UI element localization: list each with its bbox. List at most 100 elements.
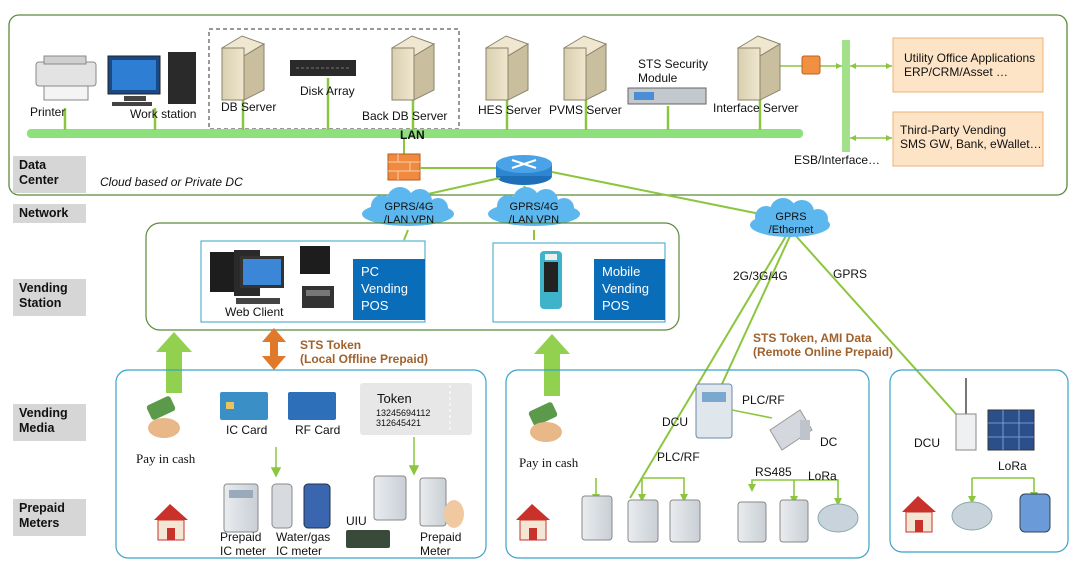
cloud-mid [488,187,580,226]
utility-apps-box [892,37,1044,93]
lora-meter-1-icon [951,501,993,531]
cash-up-arrow-2 [534,334,570,396]
cloud-right [750,198,830,237]
cloud-left [362,187,454,226]
lan-label: LAN [400,128,425,142]
token-card [360,383,472,435]
router-icon [496,155,552,185]
ic-card-icon [220,392,268,420]
lan-bar [27,129,803,138]
cash-up-arrow-1 [156,332,192,393]
rs485-label: RS485 [755,465,792,479]
uiu-label: UIU [346,514,367,528]
tier-label-vending-media: Vending Media [13,404,86,441]
local-token-arrow [262,328,286,370]
rf-card-label: RF Card [295,423,341,437]
hes-server-icon [484,35,530,101]
disk-array-label: Disk Array [300,84,355,98]
tier-label-prepaid-meters: Prepaid Meters [13,499,86,536]
back-db-server-label: Back DB Server [362,109,448,123]
lora-water-meter-icon [817,503,859,533]
cash-hand-icon-2 [528,402,562,442]
dcu-1-label: DCU [662,415,688,429]
cloud-left-label: GPRS/4G/LAN VPN [383,201,435,226]
vending-station-frame [145,222,680,331]
offline-media-panel [115,369,487,559]
online-meter-1-icon [581,495,613,541]
house-icon-1 [154,504,188,541]
online-media-panel [505,369,870,559]
plc-rf-1-label: PLC/RF [742,393,785,407]
cash-hand-icon-1 [146,396,180,438]
sts-security-module-icon [627,87,707,105]
firewall-icon [387,153,421,181]
online-meter-3-icon [669,499,701,543]
interface-firewall-icon [801,55,821,75]
web-client-label: Web Client [225,305,284,319]
house-icon-2 [516,504,550,541]
rs485-meter-1-icon [737,501,767,543]
pvms-server-label: PVMS Server [549,103,622,117]
sts-module-label: STS Security Module [638,57,709,85]
dcu-2-label: DCU [914,436,940,450]
token-number: 13245694112 312645421 [376,408,431,429]
finger-icon [444,500,464,528]
workstation-label: Work station [130,107,197,121]
disk-array-icon [290,60,356,76]
mobile-pos-icon [540,251,562,309]
printer-icon [35,55,97,101]
cloud-mid-label: GPRS/4G/LAN VPN [508,201,560,226]
pc-pos-box: PC Vending POS [353,259,425,320]
online-meter-2-icon [627,499,659,543]
utility-apps-text: Utility Office Applications ERP/CRM/Asse… [904,51,1036,79]
pvms-server-icon [562,35,608,101]
tier-label-vending-station: Vending Station [13,279,86,316]
workstation-icon [107,52,196,106]
hes-server-label: HES Server [478,103,542,117]
prepaid-meter-icon [419,477,447,527]
solar-panel-icon [987,409,1035,451]
water-gas-ic-meter-2-icon [303,483,331,529]
plc-rf-2-label: PLC/RF [657,450,700,464]
card-printer-icon [300,246,334,308]
tier-label-network: Network [13,204,86,223]
web-client-icon [210,250,284,304]
dc-label: DC [820,435,838,449]
third-party-box [892,111,1044,167]
back-db-server-icon [390,35,436,101]
tier-label-data-center: Data Center [13,156,86,193]
remote-token-label: STS Token, AMI Data (Remote Online Prepa… [753,331,894,359]
house-icon-3 [902,496,936,533]
label-234g: 2G/3G/4G [733,269,788,283]
db-server-label: DB Server [221,100,277,114]
lora-media-panel [889,369,1069,553]
lora-meter-2-icon [1019,493,1051,533]
cloud-right-label: GPRS/Ethernet [768,211,814,236]
lora-dcu-icon [955,378,977,451]
db-server-icon [220,35,266,101]
water-gas-ic-meter-1-icon [271,483,293,529]
rs485-meter-2-icon [779,499,809,543]
interface-server-icon [736,35,782,101]
rf-card-icon [288,392,336,420]
label-gprs: GPRS [833,267,868,281]
local-token-label: STS Token (Local Offline Prepaid) [300,338,429,366]
uiu-icon [346,530,390,548]
dc-note: Cloud based or Private DC [100,175,243,189]
esb-label: ESB/Interface… [794,153,881,167]
ic-card-label: IC Card [226,423,268,437]
token-title: Token [377,391,412,406]
water-gas-meter-label: Water/gas IC meter [276,530,331,558]
esb-bar [842,40,850,152]
pay-in-cash-1-label: Pay in cash [136,451,196,466]
sts-meter-icon [373,475,407,521]
lora-2-label: LoRa [998,459,1027,473]
third-party-text: Third-Party Vending SMS GW, Bank, eWalle… [900,123,1042,151]
prepaid-meter-label: Prepaid Meter [420,530,462,558]
prepaid-ic-meter-label: Prepaid IC meter [220,530,267,558]
mobile-pos-box: Mobile Vending POS [594,259,665,320]
pay-in-cash-2-label: Pay in cash [519,455,579,470]
interface-server-label: Interface Server [713,101,799,115]
printer-label: Printer [30,105,66,119]
